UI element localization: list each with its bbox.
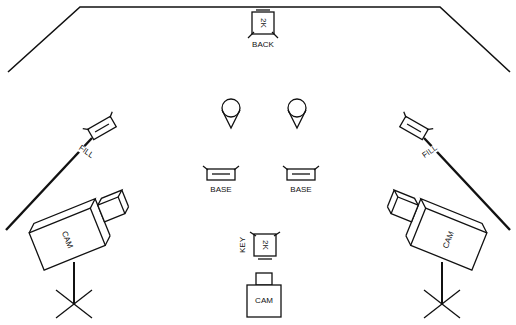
side-camera bbox=[103, 236, 113, 245]
base-light bbox=[203, 166, 208, 170]
light-label: FILL bbox=[76, 144, 95, 161]
fill-light bbox=[396, 112, 433, 142]
set-outline bbox=[8, 7, 510, 72]
fill-light bbox=[427, 126, 433, 132]
side-camera bbox=[424, 290, 460, 318]
side-camera bbox=[96, 190, 124, 205]
side-camera bbox=[27, 188, 490, 318]
back-light bbox=[256, 9, 270, 10]
fill-light bbox=[402, 112, 408, 118]
light-label: BACK bbox=[251, 41, 275, 49]
lamp-rating: 2K bbox=[261, 239, 269, 251]
side-camera bbox=[441, 262, 443, 304]
light-label: FILL bbox=[420, 144, 439, 161]
camera-label: CAM bbox=[254, 297, 274, 305]
light-label: BASE bbox=[289, 186, 312, 194]
side-camera bbox=[391, 197, 418, 222]
side-camera bbox=[403, 236, 413, 245]
base-light bbox=[314, 166, 319, 170]
base-light bbox=[283, 166, 288, 170]
base-light bbox=[292, 173, 310, 174]
back-light bbox=[248, 10, 278, 38]
light-label: BASE bbox=[209, 186, 232, 194]
key-light bbox=[258, 258, 272, 259]
set-outline bbox=[8, 7, 510, 72]
base-light bbox=[287, 169, 315, 180]
back-light bbox=[248, 32, 254, 38]
fill-light bbox=[83, 126, 89, 132]
key-light bbox=[274, 232, 280, 236]
side-camera bbox=[27, 199, 98, 233]
base-light bbox=[234, 166, 239, 170]
side-camera bbox=[122, 190, 129, 207]
base-light bbox=[203, 166, 319, 180]
talent-figure bbox=[222, 99, 306, 128]
fill-light bbox=[400, 116, 429, 139]
key-light bbox=[254, 234, 276, 256]
light-label: KEY bbox=[239, 236, 247, 254]
center-camera bbox=[247, 285, 281, 317]
base-light bbox=[207, 169, 235, 180]
side-camera bbox=[27, 188, 139, 270]
center-camera bbox=[247, 273, 281, 317]
base-light bbox=[212, 173, 230, 174]
side-camera bbox=[387, 190, 394, 207]
side-camera bbox=[411, 208, 487, 270]
center-camera bbox=[256, 273, 272, 285]
side-camera bbox=[418, 199, 489, 233]
talent-figure bbox=[288, 110, 306, 128]
key-light bbox=[250, 232, 256, 236]
fill-light bbox=[83, 112, 120, 142]
side-camera bbox=[392, 190, 420, 205]
fill-light bbox=[95, 124, 109, 132]
side-camera bbox=[386, 207, 393, 214]
key-light bbox=[250, 232, 280, 259]
talent-figure bbox=[222, 110, 240, 128]
side-camera bbox=[29, 208, 105, 270]
side-camera bbox=[123, 207, 130, 214]
fill-light bbox=[88, 116, 117, 139]
side-camera bbox=[424, 290, 460, 318]
fill-light bbox=[407, 124, 421, 132]
back-light bbox=[252, 12, 274, 34]
side-camera bbox=[98, 197, 125, 222]
back-light bbox=[272, 32, 278, 38]
side-camera bbox=[56, 290, 92, 318]
side-camera bbox=[56, 290, 92, 318]
lamp-rating: 2K bbox=[259, 17, 267, 29]
fill-light bbox=[108, 112, 114, 118]
side-camera bbox=[377, 188, 489, 270]
side-camera bbox=[73, 262, 75, 304]
